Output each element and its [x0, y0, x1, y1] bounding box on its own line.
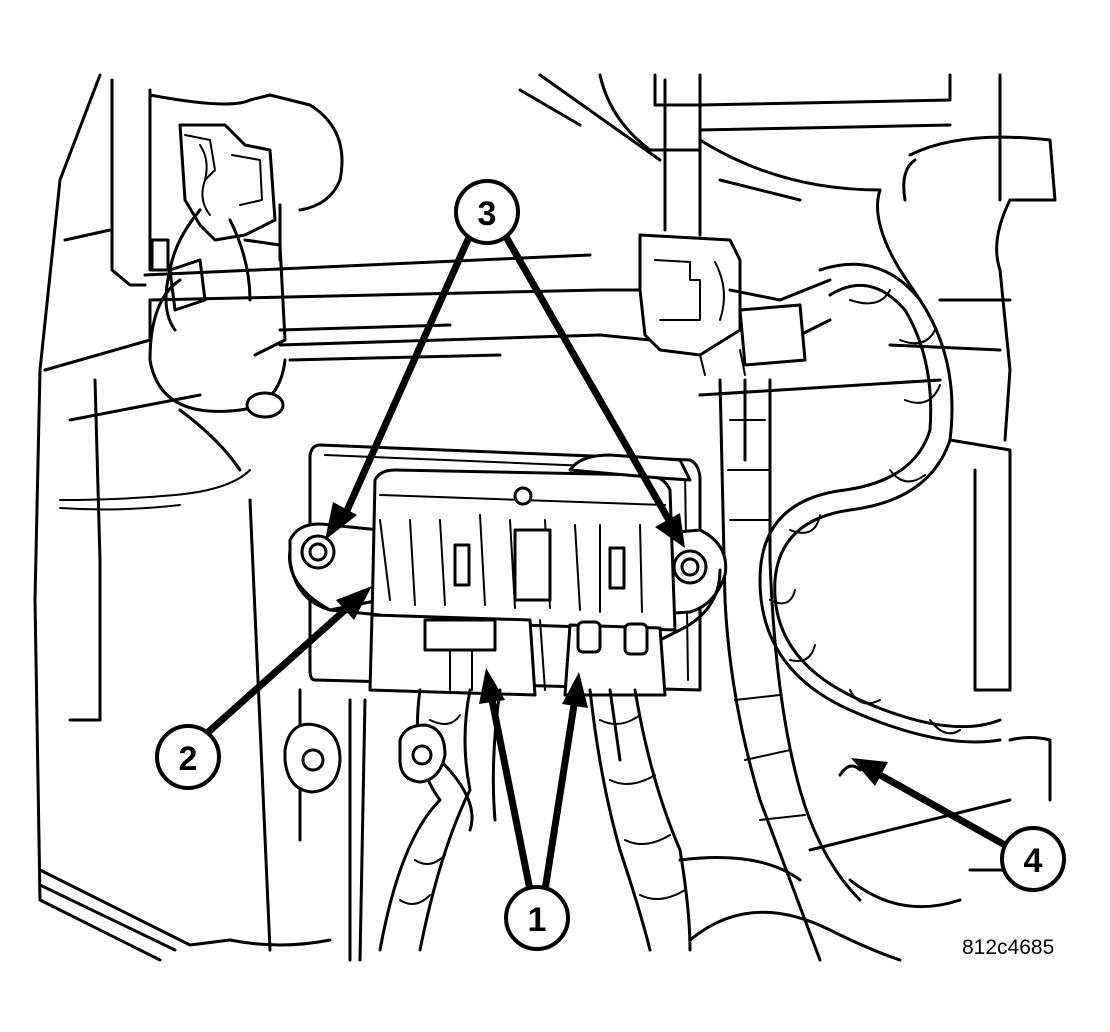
leader-3-left — [341, 231, 474, 519]
lower-left-posts — [248, 498, 447, 962]
leader-lines — [201, 231, 1009, 894]
leader-1-right — [541, 701, 578, 894]
arrowhead-1-left — [479, 668, 505, 704]
left-structure — [33, 73, 344, 962]
leader-4 — [876, 771, 1009, 849]
arrowhead-1-right — [562, 672, 588, 708]
callout-1-label: 1 — [528, 901, 547, 939]
callout-1: 1 — [504, 885, 570, 951]
leader-3-right — [501, 231, 674, 526]
callout-3-label: 3 — [478, 195, 497, 233]
callout-2-label: 2 — [179, 740, 198, 778]
callout-4: 4 — [1000, 826, 1066, 892]
right-harness — [758, 262, 1002, 744]
upper-right-connector — [638, 78, 832, 376]
vertical-harness — [718, 378, 862, 962]
lower-harness — [378, 688, 692, 952]
arrowhead-3-left — [325, 502, 357, 540]
callout-2: 2 — [155, 724, 221, 790]
cross-beams — [143, 73, 942, 397]
figure-id: 812c4685 — [962, 936, 1055, 959]
arrowhead-4 — [851, 758, 888, 786]
callout-3: 3 — [454, 179, 520, 245]
harness-connectors — [368, 613, 667, 697]
leader-1-left — [488, 696, 534, 894]
callout-4-label: 4 — [1024, 842, 1043, 880]
leader-2 — [201, 606, 349, 739]
arrowhead-2 — [336, 586, 372, 620]
arrowhead-3-right — [655, 513, 685, 548]
